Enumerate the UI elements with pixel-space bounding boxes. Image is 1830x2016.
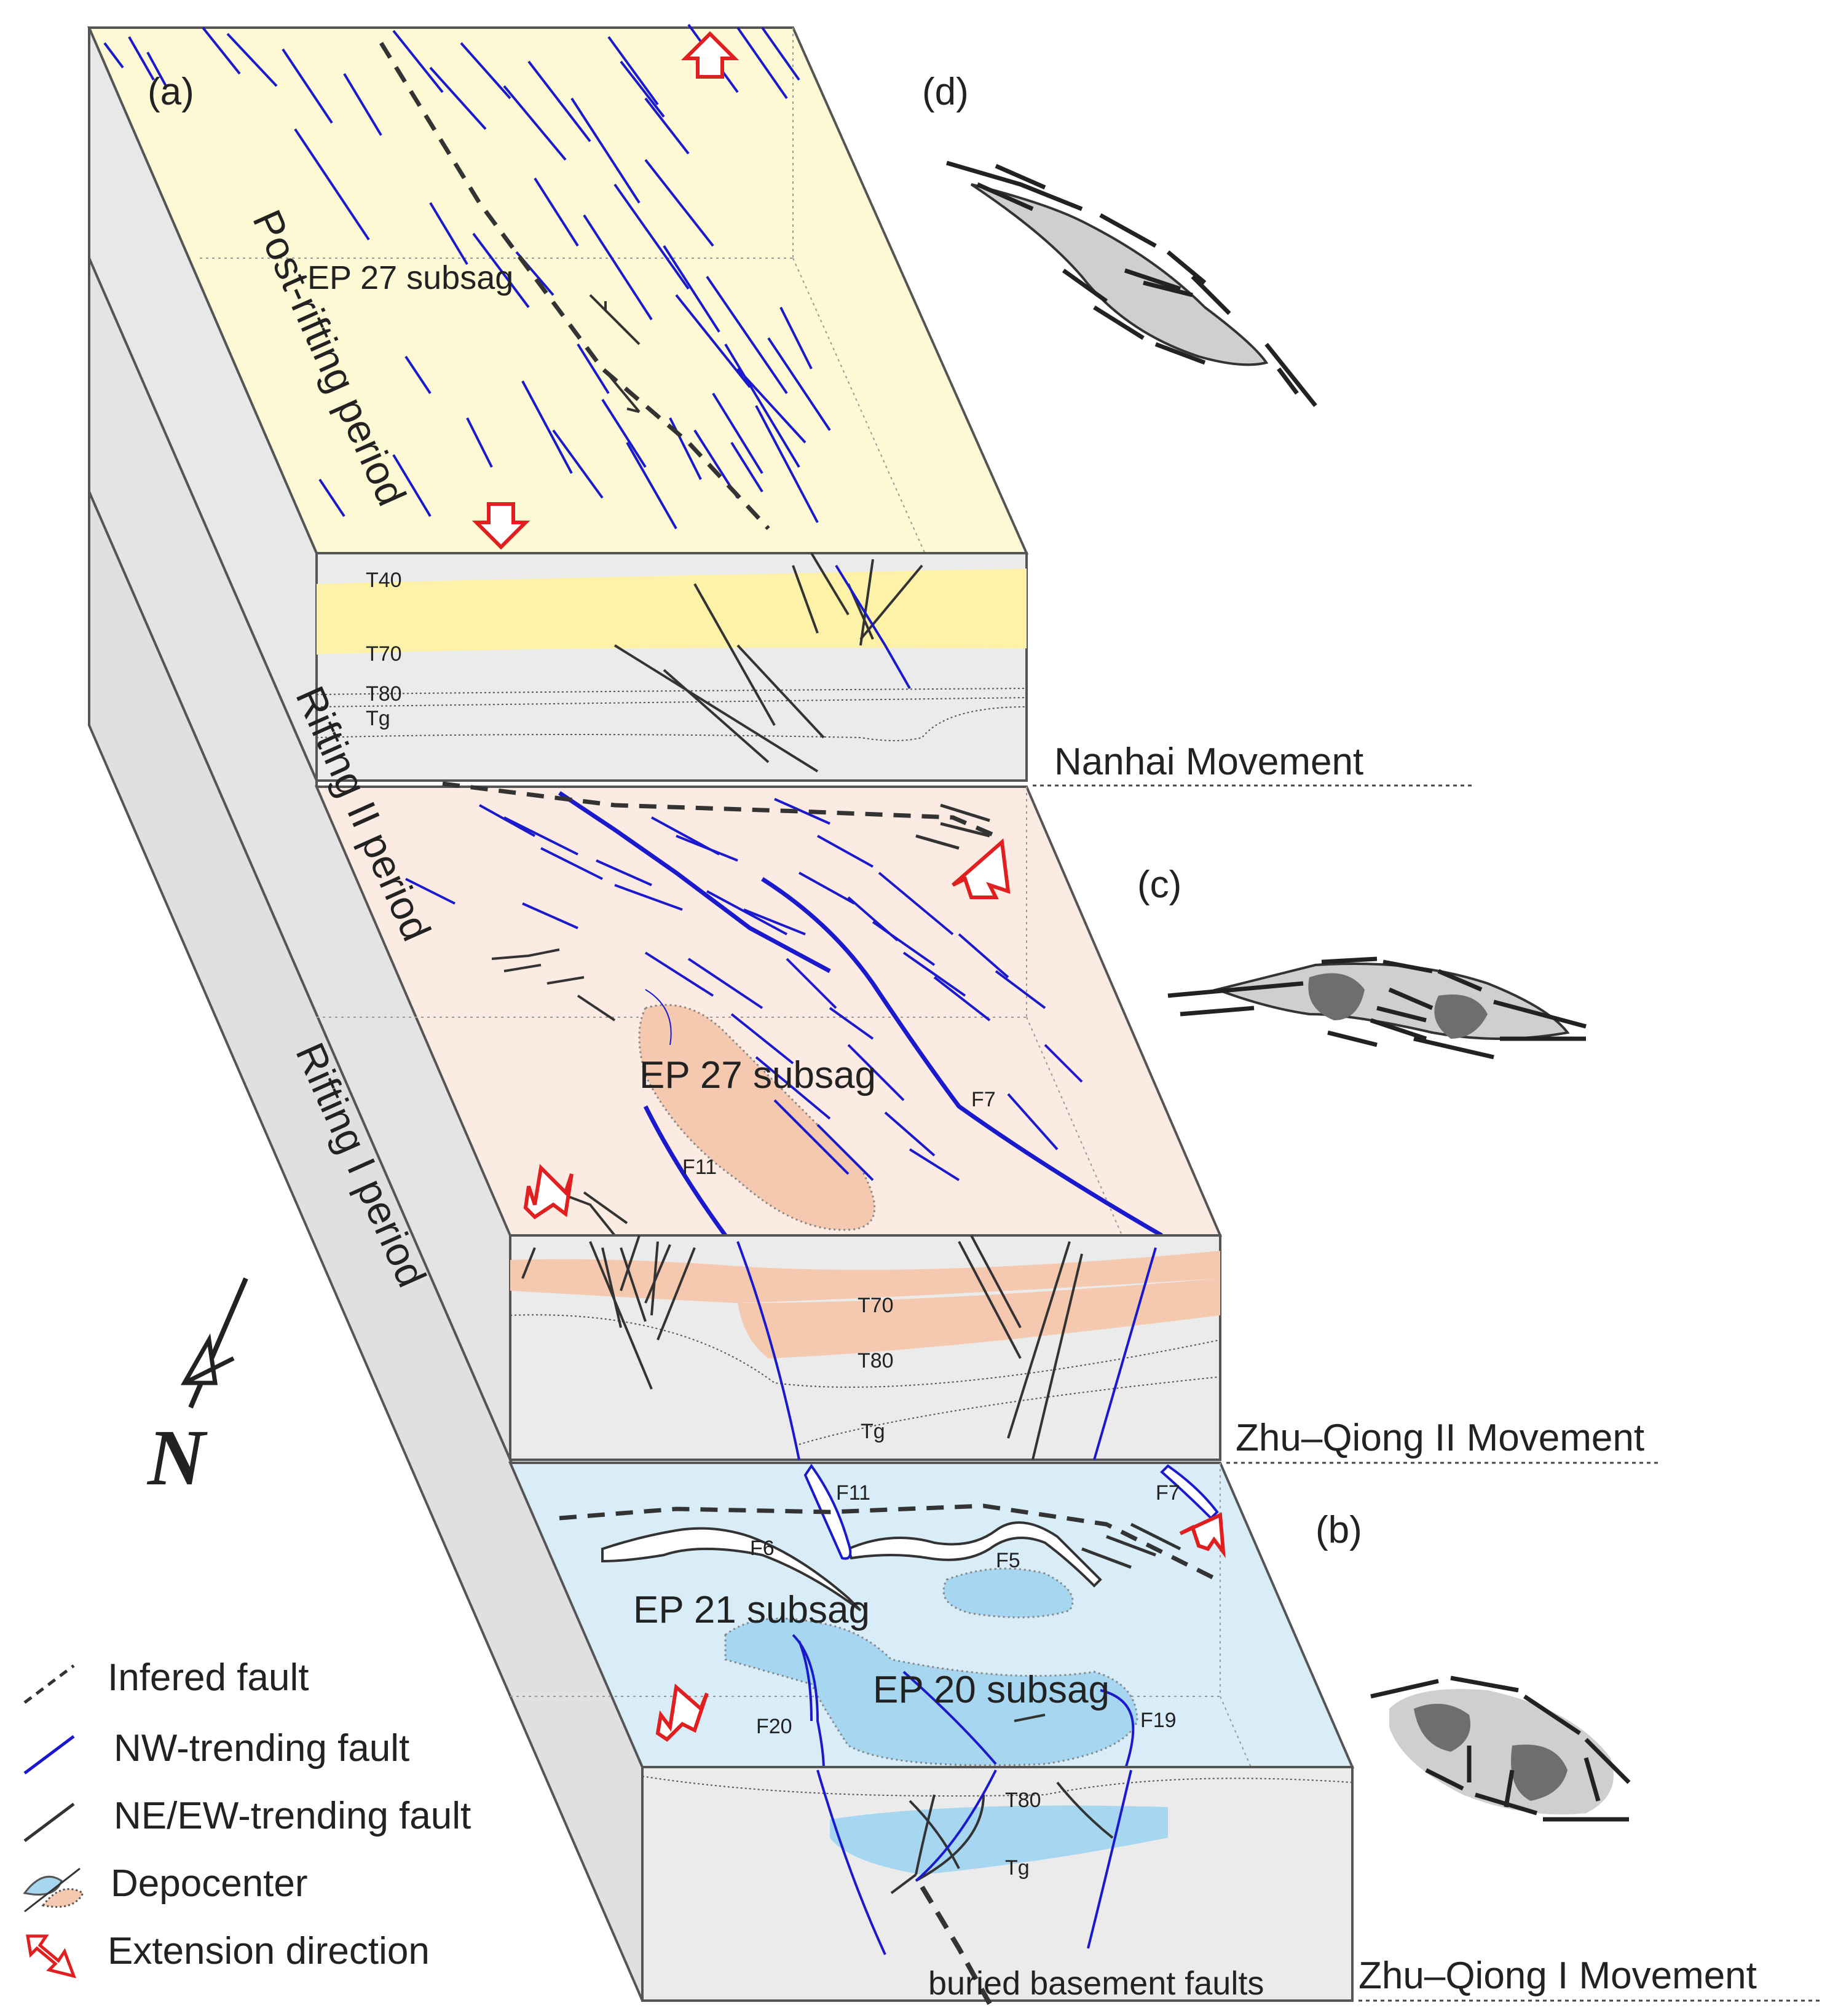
panel-label-d: (d) — [922, 71, 969, 113]
post-rifting-panel — [87, 23, 1029, 781]
horizon-top-t70: T70 — [366, 642, 402, 666]
fault-label-f11-bot: F11 — [836, 1481, 870, 1505]
legend-label-ne-ew: NE/EW-trending fault — [114, 1795, 471, 1837]
panel-label-c: (c) — [1137, 864, 1181, 906]
fault-label-f11-mid: F11 — [682, 1156, 717, 1179]
legend-label-extension: Extension direction — [108, 1930, 430, 1972]
depocenter-ep20 — [724, 1617, 1138, 1766]
inferred-fault-top — [379, 42, 770, 530]
subsag-middle: EP 27 subsag — [639, 1054, 876, 1097]
depocenter-icon — [23, 1867, 84, 1913]
fault-label-f19: F19 — [1140, 1709, 1177, 1732]
panel-label-a: (a) — [148, 71, 194, 113]
fault-label-f7-bot: F7 — [1156, 1481, 1180, 1505]
fault-label-f7-mid: F7 — [971, 1088, 996, 1111]
horizon-bot-t80: T80 — [1005, 1789, 1041, 1812]
buried-basement-faults-label: buried basement faults — [928, 1965, 1264, 2002]
extension-arrow-top-north — [680, 31, 739, 79]
nw-faults-top — [103, 23, 831, 529]
sketch-b — [1370, 1675, 1631, 1822]
inferred-fault-middle — [442, 781, 997, 838]
horizon-top-t40: T40 — [366, 569, 402, 592]
rifting-i-panel — [508, 1462, 1355, 2001]
ne-ew-fault-icon — [23, 1803, 75, 1842]
rifting-ii-section — [509, 1234, 1221, 1461]
north-arrow — [180, 1277, 248, 1409]
extension-arrow-bottom-sw — [655, 1683, 709, 1742]
depocenter-ep27 — [638, 1004, 876, 1231]
movement-lines — [1033, 784, 1820, 2002]
legend-label-inferred: Infered fault — [108, 1656, 309, 1699]
fault-label-f6: F6 — [750, 1537, 775, 1560]
horizon-mid-tg: Tg — [861, 1420, 885, 1443]
subsag-top: EP 27 subsag — [307, 259, 513, 296]
fault-f5 — [846, 1521, 1102, 1588]
fault-f6 — [601, 1527, 862, 1612]
horizon-bot-tg: Tg — [1005, 1856, 1030, 1880]
legend-icons — [23, 1664, 84, 1979]
movement-nanhai: Nanhai Movement — [1054, 741, 1363, 783]
legend-label-nw: NW-trending fault — [114, 1727, 409, 1770]
fault-label-f5: F5 — [996, 1549, 1020, 1572]
subsag-ep20: EP 20 subsag — [873, 1669, 1110, 1711]
movement-zhu-qiong-ii: Zhu–Qiong II Movement — [1236, 1417, 1644, 1459]
extension-arrow-middle-sw — [523, 1164, 574, 1219]
nw-fault-icon — [23, 1735, 75, 1774]
legend-label-depocenter: Depocenter — [111, 1862, 308, 1905]
rifting-ii-panel — [314, 781, 1223, 1460]
sketch-c — [1167, 956, 1587, 1060]
horizon-top-t80: T80 — [366, 682, 402, 706]
subsag-ep21: EP 21 subsag — [633, 1589, 870, 1631]
sketch-d — [946, 160, 1317, 408]
north-label: N — [146, 1414, 208, 1502]
extension-arrow-top-south — [471, 502, 530, 550]
horizon-top-tg: Tg — [366, 707, 390, 730]
depocenter-f5 — [942, 1567, 1074, 1618]
extension-arrow-bottom-ne — [1179, 1512, 1226, 1559]
inferred-fault-bottom — [559, 1503, 1218, 1582]
fault-label-f20: F20 — [756, 1715, 792, 1738]
buried-basement-fault — [920, 1885, 992, 2005]
movement-zhu-qiong-i: Zhu–Qiong I Movement — [1359, 1955, 1757, 1997]
horizon-mid-t70: T70 — [858, 1294, 894, 1317]
rifting-i-section — [641, 1766, 1354, 2005]
post-rifting-section — [315, 552, 1028, 782]
block-side-wall — [88, 27, 644, 2001]
extension-arrow-icon — [26, 1934, 77, 1979]
extension-arrow-middle-ne — [952, 838, 1011, 899]
panel-label-b: (b) — [1315, 1509, 1362, 1551]
inferred-fault-icon — [23, 1664, 75, 1704]
horizon-mid-t80: T80 — [858, 1349, 894, 1372]
